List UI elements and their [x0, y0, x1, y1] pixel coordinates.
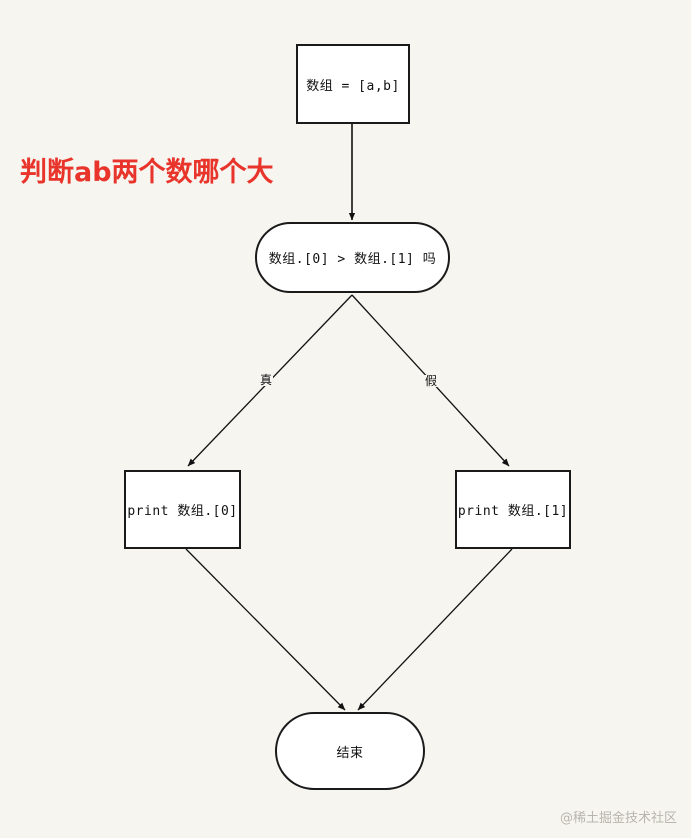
- edge-print-left-to-end: [185, 548, 346, 711]
- node-decision[interactable]: 数组.[0] > 数组.[1] 吗: [255, 222, 450, 293]
- node-print-right[interactable]: print 数组.[1]: [455, 470, 571, 549]
- watermark: @稀土掘金技术社区: [559, 811, 677, 826]
- annotation-title: 判断ab两个数哪个大: [20, 157, 274, 188]
- node-end[interactable]: 结束: [275, 712, 425, 790]
- edge-label-true: 真: [259, 373, 274, 387]
- edge-print-right-to-end: [357, 548, 513, 711]
- node-print-left[interactable]: print 数组.[0]: [124, 470, 241, 549]
- edge-label-false: 假: [424, 374, 439, 388]
- node-start[interactable]: 数组 = [a,b]: [296, 44, 410, 124]
